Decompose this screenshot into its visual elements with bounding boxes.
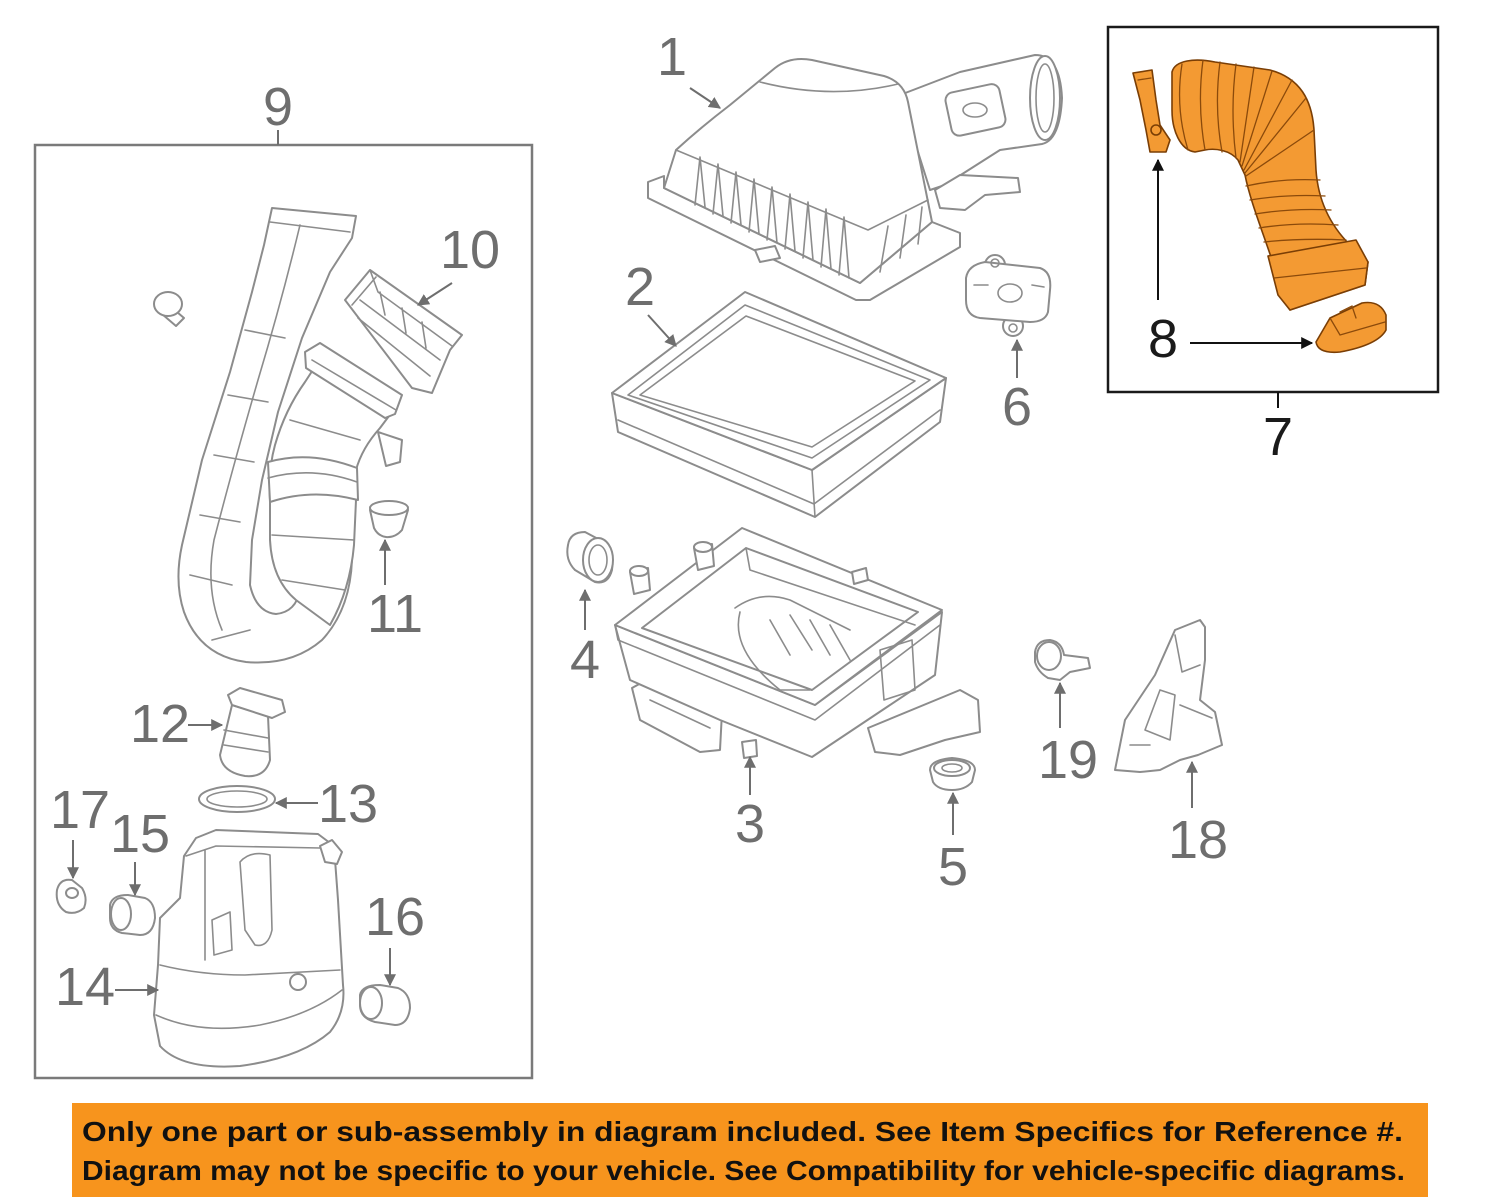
callout-labels: 1 2 3 4 5 6 7 8 9 10 11 12 13 14 15 16 1… [50,27,1293,1017]
callout-12: 12 [130,694,190,754]
part-15-bushing[interactable] [109,894,156,936]
callout-13: 13 [318,774,378,834]
part-8-clamp-lower[interactable] [1315,301,1387,354]
part-17-washer[interactable] [55,878,87,914]
arrow-2 [647,314,677,347]
callout-17: 17 [50,780,110,840]
subassembly-box-7 [1106,25,1440,394]
callout-4: 4 [570,630,600,690]
part-5-grommet[interactable] [929,757,976,791]
push-pin-fastener[interactable] [153,291,185,327]
part-4-grommet[interactable] [566,531,614,584]
part-9-intake-duct[interactable] [177,207,403,664]
part-14-resonator[interactable] [153,829,345,1068]
callout-5: 5 [938,837,968,897]
subassembly-box-9 [33,143,534,1080]
part-3-air-cleaner-housing[interactable] [614,527,981,759]
callout-14: 14 [55,957,115,1017]
callout-19: 19 [1038,730,1098,790]
notice-banner-background [72,1103,1428,1197]
part-7-outlet-hose[interactable] [1171,59,1369,311]
part-11-grommet[interactable] [369,500,409,539]
callout-8: 8 [1148,309,1178,369]
part-12-sensor[interactable] [219,687,286,778]
part-1-air-cleaner-cover[interactable] [647,54,1063,301]
arrow-1 [689,87,721,109]
part-8-clamp-upper[interactable] [1132,69,1171,153]
part-18-bracket[interactable] [1114,619,1223,773]
callout-3: 3 [735,794,765,854]
leader-arrows [67,87,1314,996]
notice-line-2: Diagram may not be specific to your vehi… [82,1155,1405,1186]
callout-11: 11 [367,584,423,644]
callout-1: 1 [657,27,687,87]
callout-2: 2 [625,257,655,317]
arrow-10 [416,282,453,306]
part-19-clip[interactable] [1034,639,1091,681]
part-16-plug[interactable] [359,984,411,1026]
callout-7: 7 [1263,407,1293,467]
part-6-sensor[interactable] [965,254,1052,337]
callout-16: 16 [365,887,425,947]
notice-line-1: Only one part or sub-assembly in diagram… [82,1116,1403,1147]
part-10-coupler[interactable] [344,269,463,394]
part-13-seal-ring[interactable] [198,785,276,813]
callout-9: 9 [263,77,293,137]
part-2-air-filter-element[interactable] [611,291,947,518]
callout-18: 18 [1168,810,1228,870]
notice-banner: Only one part or sub-assembly in diagram… [72,1103,1428,1197]
callout-15: 15 [110,804,170,864]
callout-6: 6 [1002,377,1032,437]
callout-10: 10 [440,220,500,280]
